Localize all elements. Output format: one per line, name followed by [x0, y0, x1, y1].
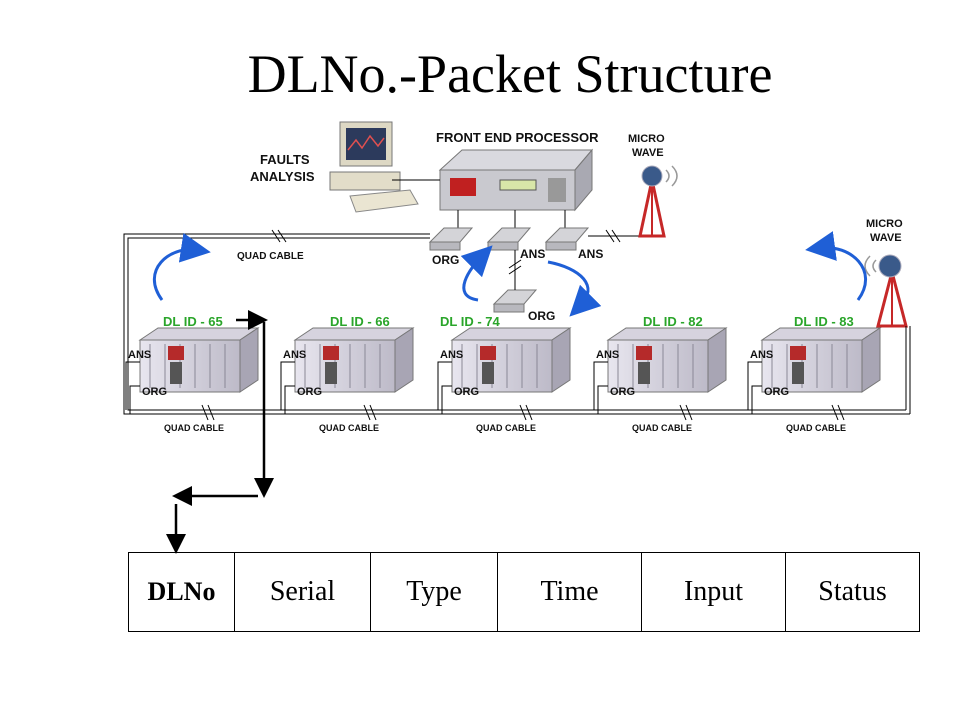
- ans-label: ANS: [440, 349, 463, 361]
- rack-panel: [482, 362, 494, 384]
- org-wire: [284, 385, 295, 414]
- dl-unit: ANS ORG DL ID - 65 QUAD CABLE: [125, 314, 260, 433]
- rack-top: [760, 327, 882, 341]
- dl-units: ANS ORG DL ID - 65 QUAD CABLE ANS ORG DL ID - …: [125, 314, 882, 433]
- wave-label: WAVE: [632, 147, 664, 159]
- ans-wire: [125, 361, 140, 410]
- rack-indicator: [168, 346, 184, 360]
- quad-cable-label: QUAD CABLE: [319, 423, 379, 433]
- dl-id-label: DL ID - 66: [330, 314, 390, 329]
- packet-pointer-arrow: [166, 310, 274, 554]
- packet-field-dlno: DLNo: [147, 577, 216, 606]
- rack-side: [239, 327, 259, 393]
- dl-id-label: DL ID - 82: [643, 314, 703, 329]
- rack-indicator: [480, 346, 496, 360]
- faults-analysis-label-1: FAULTS: [260, 152, 310, 167]
- quad-cable-label: QUAD CABLE: [164, 423, 224, 433]
- rack-icon: [607, 339, 709, 393]
- rack-side: [861, 327, 881, 393]
- rack-top: [138, 327, 260, 341]
- microwave-tower-icon: [638, 165, 678, 238]
- org-label: ORG: [454, 386, 479, 398]
- ans-wire: [280, 361, 295, 410]
- packet-field-time: Time: [497, 553, 641, 631]
- org-wire: [751, 385, 762, 414]
- ans-wire: [747, 361, 762, 410]
- rack-indicator: [636, 346, 652, 360]
- rack-top: [606, 327, 728, 341]
- org-label: ORG: [610, 386, 635, 398]
- fep-label: FRONT END PROCESSOR: [436, 130, 599, 145]
- packet-field-status: Status: [785, 553, 919, 631]
- dl-unit: ANS ORG DL ID - 83 QUAD CABLE: [747, 314, 882, 433]
- org-wire: [441, 385, 452, 414]
- packet-structure-table: DLNo Serial Type Time Input Status: [128, 552, 920, 632]
- dl-id-label: DL ID - 83: [794, 314, 854, 329]
- curved-arrows: [152, 231, 867, 317]
- ans-label: ANS: [128, 349, 151, 361]
- rack-icon: [294, 339, 396, 393]
- quad-cable-label: QUAD CABLE: [786, 423, 846, 433]
- dl-id-label: DL ID - 65: [163, 314, 223, 329]
- front-end-processor-icon: [438, 148, 594, 212]
- rack-side: [394, 327, 414, 393]
- faults-analysis-label-2: ANALYSIS: [250, 169, 315, 184]
- wave-label: WAVE: [870, 232, 902, 244]
- ans-label: ANS: [596, 349, 619, 361]
- rack-top: [450, 327, 572, 341]
- packet-field-input: Input: [641, 553, 785, 631]
- rack-icon: [761, 339, 863, 393]
- rack-top: [293, 327, 415, 341]
- quad-cable-label: QUAD CABLE: [476, 423, 536, 433]
- org-wire: [129, 385, 140, 414]
- microwave-tower-icon: [864, 254, 908, 328]
- micro-label: MICRO: [628, 133, 665, 145]
- rack-indicator: [790, 346, 806, 360]
- packet-field-type: Type: [370, 553, 497, 631]
- rack-indicator: [323, 346, 339, 360]
- org-label: ORG: [142, 386, 167, 398]
- org-label: ORG: [764, 386, 789, 398]
- org-label: ORG: [432, 253, 459, 267]
- rack-panel: [638, 362, 650, 384]
- ans-label: ANS: [283, 349, 306, 361]
- rack-icon: [451, 339, 553, 393]
- quad-cable-label: QUAD CABLE: [237, 251, 304, 262]
- packet-field-serial: Serial: [234, 553, 370, 631]
- modem-icon: [492, 289, 538, 313]
- micro-label: MICRO: [866, 218, 903, 230]
- dl-unit: ANS ORG DL ID - 66 QUAD CABLE: [280, 314, 415, 433]
- dl-unit: ANS ORG DL ID - 82 QUAD CABLE: [593, 314, 728, 433]
- rack-panel: [792, 362, 804, 384]
- modem-icon: [428, 227, 474, 251]
- modem-icon: [544, 227, 590, 251]
- rack-panel: [325, 362, 337, 384]
- rack-side: [707, 327, 727, 393]
- rack-side: [551, 327, 571, 393]
- dl-id-label: DL ID - 74: [440, 314, 500, 329]
- ans-label: ANS: [750, 349, 773, 361]
- rack-panel: [170, 362, 182, 384]
- ans-wire: [437, 361, 452, 410]
- ans-label: ANS: [520, 247, 545, 261]
- quad-cable-label: QUAD CABLE: [632, 423, 692, 433]
- dl-unit: ANS ORG DL ID - 74 QUAD CABLE: [437, 314, 572, 433]
- fep-drop-lines: [457, 210, 566, 228]
- page-title: DLNo.-Packet Structure: [247, 44, 773, 104]
- ans-label: ANS: [578, 247, 603, 261]
- workstation-icon: [329, 121, 419, 213]
- org-label: ORG: [528, 309, 555, 323]
- org-label: ORG: [297, 386, 322, 398]
- ans-wire: [593, 361, 608, 410]
- quad-cable-bottom: [124, 326, 911, 421]
- org-wire: [597, 385, 608, 414]
